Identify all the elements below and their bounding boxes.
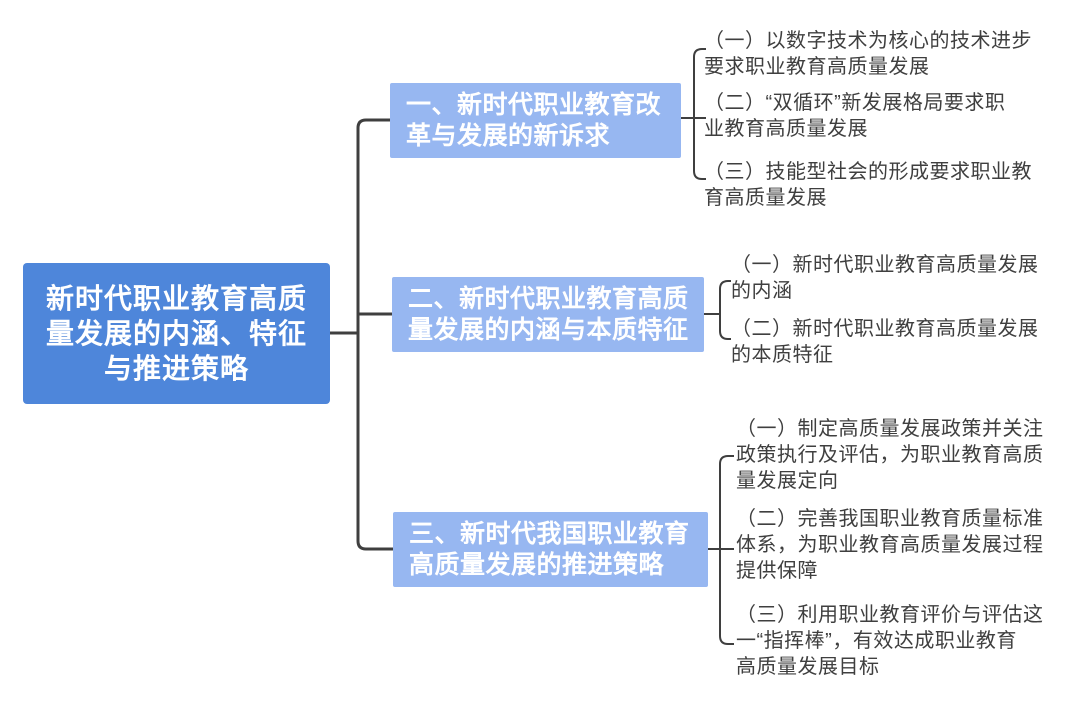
leaf-node-3-3: （三）利用职业教育评价与评估这 一“指挥棒”，有效达成职业教育 高质量发展目标 bbox=[736, 604, 1044, 678]
main-trunk-line bbox=[356, 118, 393, 551]
root-node: 新时代职业教育高质 量发展的内涵、特征 与推进策略 bbox=[23, 263, 330, 404]
branch-node-3: 三、新时代我国职业教育 高质量发展的推进策略 bbox=[393, 512, 708, 587]
branch-node-2: 二、新时代职业教育高质 量发展的内涵与本质特征 bbox=[392, 277, 704, 352]
leaf-node-2-1: （一）新时代职业教育高质量发展 的内涵 bbox=[731, 254, 1039, 302]
leaf-node-2-2: （二）新时代职业教育高质量发展 的本质特征 bbox=[731, 318, 1039, 366]
leaf-node-3-1: （一）制定高质量发展政策并关注 政策执行及评估，为职业教育高质 量发展定向 bbox=[736, 418, 1044, 492]
leaf-node-1-1: （一）以数字技术为核心的技术进步 要求职业教育高质量发展 bbox=[704, 30, 1032, 78]
leaf-node-3-2: （二）完善我国职业教育质量标准 体系，为职业教育高质量发展过程 提供保障 bbox=[736, 508, 1044, 582]
leaf-node-1-2: （二）“双循环”新发展格局要求职 业教育高质量发展 bbox=[704, 92, 1006, 140]
leaf-node-1-3: （三）技能型社会的形成要求职业教 育高质量发展 bbox=[704, 161, 1032, 209]
branch2-leaves-trunk-line bbox=[719, 280, 731, 340]
branch-node-1: 一、新时代职业教育改 革与发展的新诉求 bbox=[390, 83, 681, 158]
branch1-leaves-trunk-line bbox=[693, 48, 706, 180]
